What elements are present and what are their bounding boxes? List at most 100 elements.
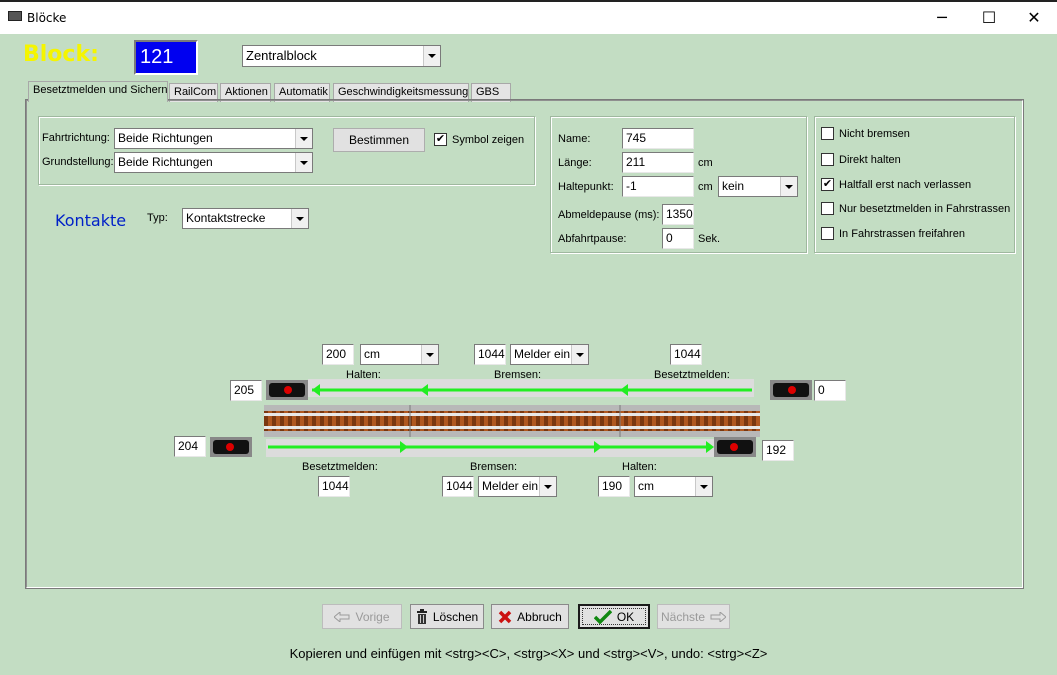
abbruch-label: Abbruch (517, 609, 562, 624)
top-bremsen-field[interactable]: 1044 (474, 344, 506, 365)
typ-label: Typ: (147, 212, 168, 224)
bottom-halten-field[interactable]: 190 (598, 476, 630, 497)
arrow-left-icon (312, 384, 320, 396)
haltepunkt-select[interactable]: kein (718, 176, 798, 197)
naechste-button[interactable]: Nächste (657, 604, 730, 629)
tab-panel (25, 99, 1024, 589)
clipboard-hint: Kopieren und einfügen mit <strg><C>, <st… (289, 646, 768, 661)
fahrtrichtung-label: Fahrtrichtung: (42, 132, 110, 144)
block-type-value: Zentralblock (246, 48, 317, 63)
signal-bottom-left-field[interactable]: 204 (174, 436, 206, 457)
bottom-halten-unit-value: cm (638, 479, 654, 493)
chevron-down-icon[interactable] (539, 477, 556, 496)
top-halten-unit-select[interactable]: cm (360, 344, 439, 365)
arrow-right-icon (710, 611, 727, 622)
abbruch-button[interactable]: Abbruch (491, 604, 569, 629)
bottom-halten-unit-select[interactable]: cm (634, 476, 713, 497)
chevron-down-icon[interactable] (423, 46, 440, 66)
signal-bottom-right[interactable] (714, 437, 756, 457)
top-halten-unit-value: cm (364, 347, 380, 361)
haltepunkt-label: Haltepunkt: (558, 181, 614, 193)
ok-button[interactable]: OK (578, 604, 650, 629)
arrow-right-icon (594, 441, 602, 453)
bottom-halten-label: Halten: (622, 461, 657, 473)
nicht-bremsen-checkbox[interactable] (821, 127, 834, 140)
grundstellung-label: Grundstellung: (42, 156, 114, 168)
chevron-down-icon[interactable] (695, 477, 712, 496)
close-button[interactable]: ✕ (1027, 8, 1041, 27)
abfahrtpause-label: Abfahrtpause: (558, 233, 627, 245)
tab-railcom[interactable]: RailCom (169, 83, 218, 102)
tab-gbs[interactable]: GBS (471, 83, 511, 102)
tab-automatik[interactable]: Automatik (274, 83, 330, 102)
signal-top-right-field[interactable]: 0 (814, 380, 846, 401)
arrow-right-icon (706, 441, 714, 453)
bottom-bremsen-label: Bremsen: (470, 461, 518, 473)
signal-red-icon (788, 386, 796, 394)
abfahrtpause-unit: Sek. (698, 233, 721, 245)
nur-besetztmelden-checkbox[interactable] (821, 202, 834, 215)
chevron-down-icon[interactable] (421, 345, 438, 364)
name-field[interactable]: 745 (622, 128, 694, 149)
block-label: Block: (23, 42, 99, 67)
abfahrtpause-field[interactable]: 0 (662, 228, 694, 249)
app-icon (8, 11, 22, 21)
ok-label: OK (616, 609, 635, 624)
bottom-bremsen-field[interactable]: 1044 (442, 476, 474, 497)
fahrstrassen-freifahren-checkbox[interactable] (821, 227, 834, 240)
bestimmen-button[interactable]: Bestimmen (333, 128, 425, 152)
title-bar: Blöcke ─ ☐ ✕ (0, 0, 1057, 34)
haltfall-checkbox[interactable]: ✔ (821, 178, 834, 191)
chevron-down-icon[interactable] (571, 345, 588, 364)
top-bremsen-label: Bremsen: (494, 369, 542, 381)
loeschen-button[interactable]: Löschen (410, 604, 484, 629)
direction-group (38, 116, 535, 185)
rail-track (264, 405, 760, 437)
laenge-unit: cm (698, 157, 713, 169)
chevron-down-icon[interactable] (295, 129, 312, 148)
signal-red-icon (284, 386, 292, 394)
chevron-down-icon[interactable] (780, 177, 797, 196)
grundstellung-value: Beide Richtungen (118, 155, 213, 169)
chevron-down-icon[interactable] (295, 153, 312, 172)
signal-top-right[interactable] (770, 380, 812, 400)
tab-aktionen[interactable]: Aktionen (220, 83, 271, 102)
bottom-lane (266, 439, 716, 457)
signal-top-left-field[interactable]: 205 (230, 380, 262, 401)
block-number-field[interactable]: 121 (134, 40, 198, 75)
tab-besetztmelden[interactable]: Besetztmelden und Sichern (28, 81, 168, 102)
options-group (814, 116, 1015, 253)
bottom-besetzt-field[interactable]: 1044 (318, 476, 350, 497)
maximize-button[interactable]: ☐ (981, 8, 997, 27)
nicht-bremsen-label: Nicht bremsen (839, 128, 910, 140)
vorige-button[interactable]: Vorige (322, 604, 402, 629)
bottom-bremsen-select[interactable]: Melder ein (478, 476, 557, 497)
vorige-label: Vorige (355, 609, 390, 624)
chevron-down-icon[interactable] (291, 209, 308, 228)
direkt-halten-label: Direkt halten (839, 154, 901, 166)
typ-select[interactable]: Kontaktstrecke (182, 208, 309, 229)
minimize-button[interactable]: ─ (937, 8, 947, 27)
top-halten-field[interactable]: 200 (322, 344, 354, 365)
signal-top-left[interactable] (266, 380, 308, 400)
bottom-bremsen-select-value: Melder ein (482, 479, 539, 493)
haltepunkt-field[interactable]: -1 (622, 176, 694, 197)
top-bremsen-select[interactable]: Melder ein (510, 344, 589, 365)
abmeldepause-field[interactable]: 1350 (662, 204, 694, 225)
signal-bottom-left[interactable] (210, 437, 252, 457)
signal-red-icon (226, 443, 234, 451)
tab-geschwindigkeitsmessung[interactable]: Geschwindigkeitsmessung (333, 83, 469, 102)
grundstellung-select[interactable]: Beide Richtungen (114, 152, 313, 173)
symbol-checkbox[interactable]: ✔ (434, 133, 447, 146)
haltfall-label: Haltfall erst nach verlassen (839, 179, 972, 191)
kontakte-heading: Kontakte (55, 211, 127, 230)
track-diagram (210, 379, 812, 457)
fahrtrichtung-select[interactable]: Beide Richtungen (114, 128, 313, 149)
signal-red-icon (730, 443, 738, 451)
trash-icon (416, 609, 427, 624)
direkt-halten-checkbox[interactable] (821, 153, 834, 166)
signal-bottom-right-field[interactable]: 192 (762, 440, 794, 461)
block-type-select[interactable]: Zentralblock (242, 45, 441, 67)
laenge-field[interactable]: 211 (622, 152, 694, 173)
top-besetzt-field[interactable]: 1044 (670, 344, 702, 365)
